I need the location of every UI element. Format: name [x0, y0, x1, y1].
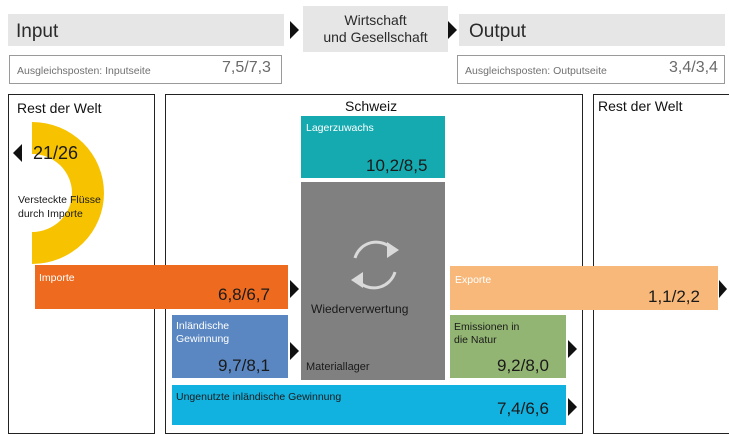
hidden-flows-label-line2: durch Importe — [18, 208, 83, 220]
output-title: Output — [469, 21, 527, 42]
right-panel — [593, 94, 729, 434]
center-panel-title: Schweiz — [345, 98, 398, 114]
hidden-flows-label-line1: Versteckte Flüsse — [18, 194, 101, 206]
input-header — [8, 14, 284, 46]
material-stock-label: Materiallager — [306, 361, 370, 373]
triangle-right-icon — [290, 21, 299, 39]
domestic-extraction-label-line1: Inländische — [176, 320, 230, 332]
stock-divider — [301, 178, 445, 182]
emissions-box — [450, 315, 566, 378]
exports-value: 1,1/2,2 — [648, 287, 700, 306]
exports-bar — [450, 266, 718, 310]
hidden-flows-value: 21/26 — [33, 143, 79, 163]
triangle-right-icon — [568, 340, 577, 358]
middle-title-line1: Wirtschaft — [344, 12, 407, 28]
imports-value: 6,8/6,7 — [218, 285, 270, 304]
right-panel-title: Rest der Welt — [598, 98, 683, 114]
emissions-value: 9,2/8,0 — [497, 356, 549, 375]
exports-label: Exporte — [455, 274, 492, 286]
domestic-extraction-label: Inländische Gewinnung — [176, 320, 229, 346]
recycling-label: Wiederverwertung — [311, 302, 409, 316]
middle-title: Wirtschaft und Gesellschaft — [303, 12, 448, 46]
triangle-right-icon — [568, 398, 577, 416]
output-header — [459, 14, 725, 46]
imports-bar — [35, 265, 288, 309]
left-panel-title: Rest der Welt — [17, 100, 102, 116]
triangle-right-icon — [719, 280, 727, 298]
input-title: Input — [16, 21, 59, 42]
input-balance-box — [9, 55, 282, 84]
domestic-extraction-box — [172, 315, 288, 378]
hidden-flows-label: Versteckte Flüsse durch Importe — [18, 193, 101, 221]
triangle-right-icon — [448, 21, 457, 39]
stock-increase-label: Lagerzuwachs — [306, 122, 374, 134]
triangle-right-icon — [290, 280, 299, 298]
output-balance-label: Ausgleichsposten: Outputseite — [465, 65, 607, 77]
stock-increase-value: 10,2/8,5 — [366, 156, 428, 175]
emissions-label-line1: Emissionen in — [454, 321, 520, 333]
input-balance-value: 7,5/7,3 — [222, 59, 271, 76]
domestic-extraction-value: 9,7/8,1 — [218, 356, 270, 375]
unused-extraction-bar — [172, 385, 566, 425]
input-balance-label: Ausgleichsposten: Inputseite — [17, 65, 151, 77]
imports-label: Importe — [39, 272, 75, 284]
domestic-extraction-label-line2: Gewinnung — [176, 333, 230, 345]
emissions-label: Emissionen in die Natur — [454, 321, 519, 347]
material-stock-box — [301, 182, 445, 380]
output-balance-value: 3,4/3,4 — [669, 59, 718, 76]
hidden-flows-arc — [32, 122, 104, 264]
unused-extraction-value: 7,4/6,6 — [497, 399, 549, 418]
unused-extraction-label: Ungenutzte inländische Gewinnung — [176, 391, 342, 403]
middle-header — [303, 6, 448, 52]
output-balance-box — [457, 55, 725, 84]
middle-title-line2: und Gesellschaft — [323, 29, 428, 45]
stock-increase-box — [301, 116, 445, 178]
recycle-icon — [351, 240, 399, 290]
emissions-label-line2: die Natur — [454, 334, 497, 346]
triangle-right-icon — [290, 342, 299, 360]
triangle-left-icon — [13, 144, 22, 162]
